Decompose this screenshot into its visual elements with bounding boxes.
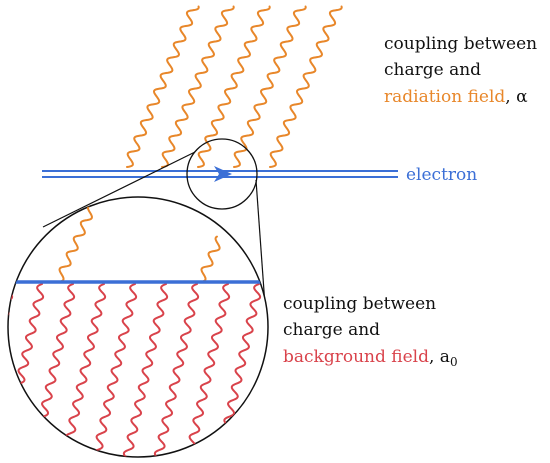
zoom-connector-left <box>42 151 196 228</box>
radiation-photon-2 <box>161 5 235 168</box>
zoomed-vertex <box>7 196 269 458</box>
zoomed-radiation-photon-1 <box>57 205 93 283</box>
bottom-label-line1: coupling between <box>283 294 436 314</box>
top-label-line1: coupling between <box>384 34 537 54</box>
electron-propagator <box>42 166 398 182</box>
radiation-photon-4 <box>233 5 307 168</box>
top-label-line3: radiation field, α <box>384 87 528 107</box>
radiation-photon-3 <box>197 5 271 168</box>
electron-arrow-icon <box>214 166 232 182</box>
background-photon-9 <box>184 283 231 457</box>
a0-label: , a <box>429 347 450 367</box>
zoomed-radiation-photon-2 <box>199 235 221 283</box>
radiation-photon-5 <box>269 5 343 168</box>
background-photon-7 <box>122 283 169 457</box>
background-photon-8 <box>153 283 200 457</box>
background-photon-5 <box>60 283 107 457</box>
radiation-field-label: radiation field <box>384 87 505 107</box>
radiation-photon-1 <box>126 5 200 168</box>
zoom-source-circle <box>186 138 258 210</box>
electron-label: electron <box>406 165 477 185</box>
background-photon-6 <box>91 283 138 457</box>
a0-subscript: 0 <box>450 355 458 369</box>
bottom-label-line2: charge and <box>283 320 380 340</box>
alpha-label: , α <box>505 87 528 107</box>
radiation-field-photons <box>126 5 343 168</box>
bottom-label-line3: background field, a0 <box>283 347 458 369</box>
background-field-label: background field <box>283 347 429 367</box>
zoomed-radiation-photons <box>57 205 221 283</box>
top-label-line2: charge and <box>384 60 481 80</box>
